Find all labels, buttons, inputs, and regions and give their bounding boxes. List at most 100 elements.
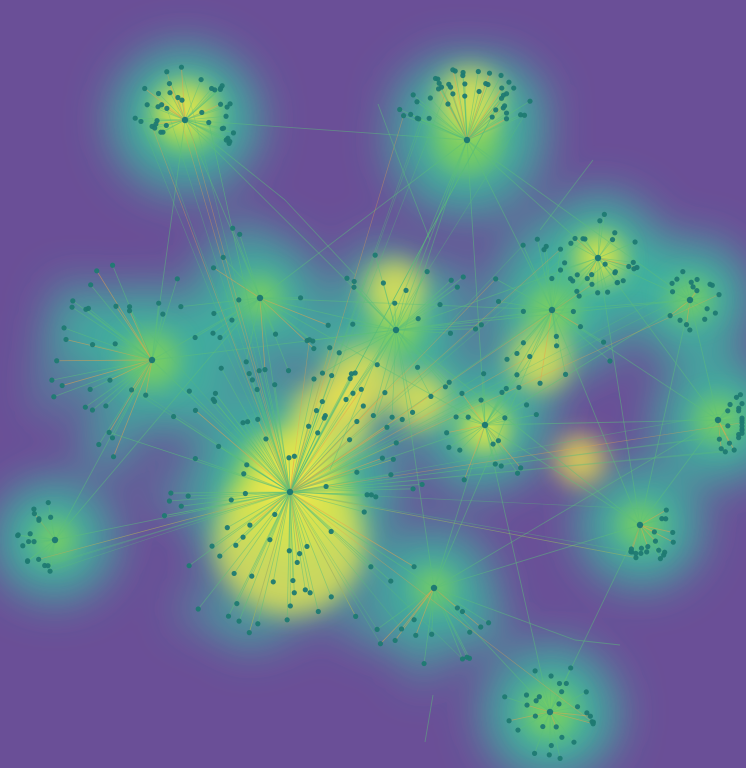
graph-node xyxy=(687,327,693,333)
edge xyxy=(259,139,468,299)
edge xyxy=(169,92,186,121)
graph-node xyxy=(450,91,456,97)
graph-node xyxy=(462,81,468,87)
edge xyxy=(459,424,486,451)
edge xyxy=(717,419,730,444)
graph-node xyxy=(167,90,173,96)
edge xyxy=(289,238,586,493)
graph-node xyxy=(45,563,51,569)
graph-node xyxy=(688,279,694,285)
graph-node xyxy=(346,437,353,443)
graph-node xyxy=(217,334,223,341)
graph-node xyxy=(424,269,430,275)
edge xyxy=(676,278,691,301)
edge xyxy=(166,71,291,493)
edge xyxy=(115,306,153,361)
edge xyxy=(551,282,618,311)
edge xyxy=(289,491,319,612)
edge xyxy=(669,299,691,316)
graph-node xyxy=(548,742,554,749)
graph-node xyxy=(466,655,473,661)
edge xyxy=(374,139,468,421)
edge xyxy=(416,101,468,141)
graph-node xyxy=(388,472,394,478)
edge xyxy=(446,424,486,434)
graph-node xyxy=(442,384,449,390)
edge xyxy=(534,670,551,713)
edge xyxy=(47,539,56,566)
edge xyxy=(92,359,153,411)
graph-node xyxy=(343,396,349,403)
graph-node xyxy=(94,268,100,274)
edge xyxy=(288,457,291,493)
edge xyxy=(289,432,743,493)
edge xyxy=(591,257,599,285)
graph-node xyxy=(297,295,304,301)
graph-node xyxy=(215,443,222,449)
graph-node xyxy=(323,483,329,490)
edge xyxy=(452,69,468,141)
graph-node xyxy=(489,114,495,120)
edge xyxy=(155,119,186,125)
graph-node xyxy=(245,419,251,425)
graph-node xyxy=(89,407,96,413)
edge xyxy=(498,301,553,311)
graph-node xyxy=(382,390,388,396)
graph-node xyxy=(27,531,33,537)
edge xyxy=(259,297,291,493)
edge xyxy=(184,119,397,331)
graph-node xyxy=(255,621,261,627)
edge xyxy=(717,419,739,438)
graph-node xyxy=(532,668,538,674)
edge xyxy=(184,103,231,121)
graph-node xyxy=(398,626,405,632)
edge xyxy=(145,394,291,493)
edge xyxy=(395,329,435,589)
edge xyxy=(433,524,641,589)
edge xyxy=(195,410,291,493)
edge xyxy=(329,139,468,471)
graph-node xyxy=(267,537,273,543)
graph-node xyxy=(429,631,435,637)
edge xyxy=(289,84,450,493)
graph-node xyxy=(712,310,718,316)
edge xyxy=(289,422,743,493)
graph-node xyxy=(368,564,374,570)
graph-node xyxy=(733,394,740,400)
edge xyxy=(289,491,311,593)
graph-node xyxy=(234,600,240,607)
edge xyxy=(484,424,551,713)
graph-node xyxy=(45,499,51,506)
graph-node xyxy=(454,284,460,290)
graph-node xyxy=(328,528,334,535)
graph-node xyxy=(722,449,728,455)
graph-node xyxy=(663,516,669,522)
edge xyxy=(717,419,726,452)
graph-node xyxy=(533,411,539,418)
graph-node xyxy=(175,94,181,101)
graph-node xyxy=(63,336,69,343)
edge xyxy=(54,297,261,541)
graph-node xyxy=(249,573,255,579)
edge xyxy=(717,419,720,440)
edge xyxy=(184,119,286,201)
graph-node xyxy=(590,721,596,727)
edge xyxy=(551,249,561,311)
edge xyxy=(428,117,468,141)
edge xyxy=(549,691,587,713)
edge xyxy=(412,94,468,141)
graph-node xyxy=(531,750,538,756)
edge xyxy=(47,502,56,541)
density-hotspot xyxy=(555,435,605,485)
hub-node xyxy=(546,708,554,716)
edge xyxy=(56,359,153,362)
edge xyxy=(38,491,291,560)
graph-node xyxy=(313,407,320,414)
edge xyxy=(466,139,553,311)
edge xyxy=(424,694,434,743)
graph-node xyxy=(498,72,504,79)
edge xyxy=(639,518,662,526)
edge xyxy=(289,484,423,493)
edge xyxy=(597,257,634,263)
graph-node xyxy=(240,534,246,540)
